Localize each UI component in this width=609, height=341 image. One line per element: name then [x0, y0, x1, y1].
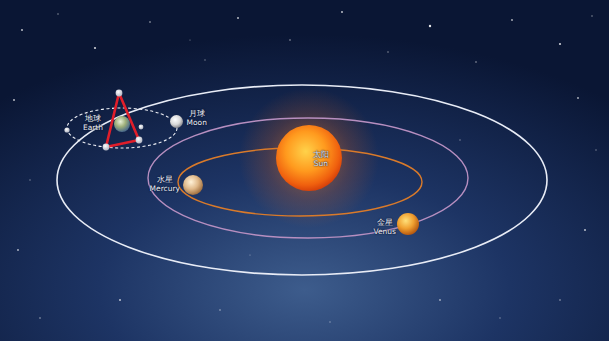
- planet-label: 地球 Earth: [83, 115, 103, 132]
- planet-shape: [397, 213, 419, 235]
- planet-label: 水星 Mercury: [150, 176, 180, 193]
- planet-disc: [114, 116, 130, 132]
- sun-star: 太阳 Sun: [276, 125, 342, 191]
- earth-planet: 地球 Earth: [114, 116, 130, 132]
- planet-disc: [276, 125, 342, 191]
- stars: [13, 11, 597, 323]
- planet-disc: [183, 175, 203, 195]
- planet-label: 太阳 Sun: [313, 151, 329, 168]
- planet-label: 月球 Moon: [187, 110, 207, 127]
- planet-shape: [183, 175, 203, 195]
- mercury-planet: 水星 Mercury: [183, 175, 203, 195]
- sun-glow: [239, 88, 379, 228]
- venus-planet: 金星 Venus: [397, 213, 419, 235]
- planet-disc: [170, 115, 183, 128]
- moon-planet: 月球 Moon: [170, 115, 183, 128]
- planet-shape: [170, 115, 183, 128]
- earth-orbit: [57, 85, 547, 275]
- planet-shape: [114, 116, 130, 132]
- moon-orbit: [67, 108, 177, 148]
- satellites: [64, 90, 143, 151]
- satellite-triangle: [106, 93, 139, 147]
- planet-label: 金星 Venus: [373, 219, 396, 236]
- planet-shape: [276, 125, 342, 191]
- venus-orbit: [148, 118, 468, 238]
- planet-disc: [397, 213, 419, 235]
